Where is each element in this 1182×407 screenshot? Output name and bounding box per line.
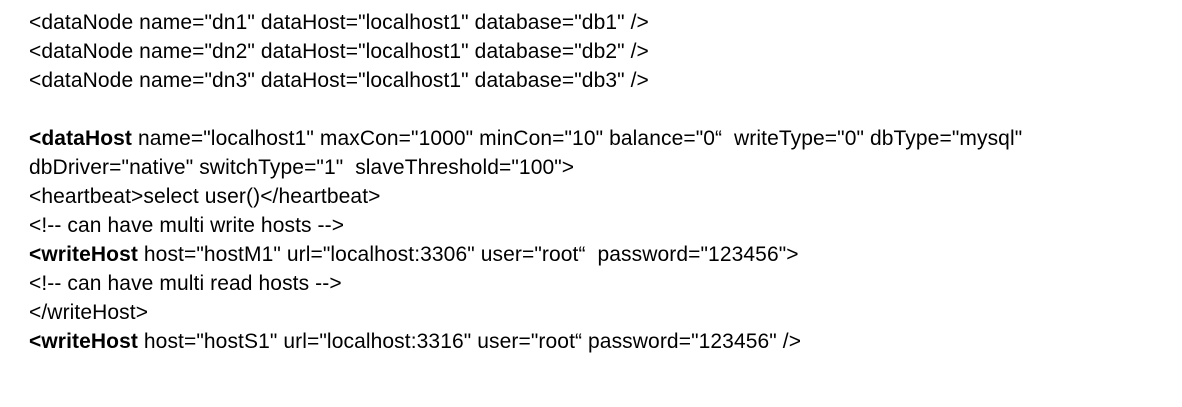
code-line-datanode-dn2: <dataNode name="dn2" dataHost="localhost… [29,37,1179,66]
code-line-datahost-open: <dataHost name="localhost1" maxCon="1000… [29,124,1179,153]
code-line-text: host="hostM1" url="localhost:3306" user=… [137,243,799,266]
code-line-text: <dataNode name="dn2" dataHost="localhost… [29,40,649,63]
code-line-writehost-m1: <writeHost host="hostM1" url="localhost:… [29,240,1179,269]
code-line-text: <heartbeat>select user()</heartbeat> [29,185,381,208]
tag-name-bold: <writeHost [29,330,138,353]
code-line-text: <!-- can have multi read hosts --> [29,272,342,295]
code-line-text: <dataNode name="dn3" dataHost="localhost… [29,69,649,92]
code-line-text: host="hostS1" url="localhost:3316" user=… [137,330,802,353]
code-line-heartbeat: <heartbeat>select user()</heartbeat> [29,182,1179,211]
xml-code-listing: <dataNode name="dn1" dataHost="localhost… [29,8,1179,356]
code-line-writehost-s1: <writeHost host="hostS1" url="localhost:… [29,327,1179,356]
code-line-comment-multi-write-hosts: <!-- can have multi write hosts --> [29,211,1179,240]
code-line-text: </writeHost> [29,301,149,324]
code-line-text: name="localhost1" maxCon="1000" minCon="… [132,127,1023,150]
code-line-text: <!-- can have multi write hosts --> [29,214,345,237]
tag-name-bold: <writeHost [29,243,138,266]
code-line-text: dbDriver="native" switchType="1" slaveTh… [29,156,575,179]
code-line-datanode-dn1: <dataNode name="dn1" dataHost="localhost… [29,8,1179,37]
code-line-datahost-open-cont: dbDriver="native" switchType="1" slaveTh… [29,153,1179,182]
code-line-blank-line [29,95,1179,124]
code-line-writehost-close: </writeHost> [29,298,1179,327]
code-line-datanode-dn3: <dataNode name="dn3" dataHost="localhost… [29,66,1179,95]
code-line-text: <dataNode name="dn1" dataHost="localhost… [29,11,649,34]
code-line-comment-multi-read-hosts: <!-- can have multi read hosts --> [29,269,1179,298]
tag-name-bold: <dataHost [29,127,133,150]
